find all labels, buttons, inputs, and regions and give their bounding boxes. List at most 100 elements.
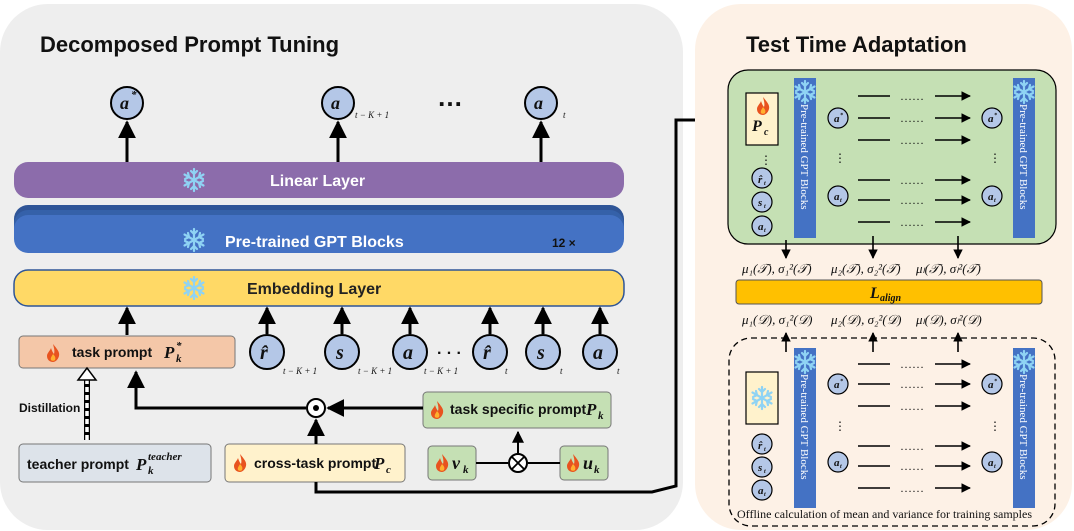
svg-text:s: s [536,342,545,364]
svg-text:t: t [764,469,766,475]
output-dots: … [437,82,463,112]
svg-text:k: k [463,464,469,476]
svg-text:a: a [988,457,994,469]
tta-token-a: a t [751,215,773,237]
svg-text:k: k [598,410,604,422]
svg-text:a: a [120,93,129,113]
token-s-tk1: s t − K + 1 [324,334,392,376]
svg-text:s: s [335,342,344,364]
cross-prompt-in-tta [745,92,779,146]
svg-text:a: a [758,485,764,497]
svg-text:r̂: r̂ [758,174,763,186]
tta-gpt-block-right [1013,78,1035,238]
svg-text:t − K + 1: t − K + 1 [283,366,317,376]
svg-text:⋮: ⋮ [989,151,1001,165]
loss-align-bar [735,279,1043,305]
token-r-tk1: r̂ t − K + 1 [249,334,317,376]
svg-text:u: u [583,453,593,473]
tta-inner-a-t-left: a t [827,185,849,207]
token-a-tk1: a t − K + 1 [392,334,458,376]
off-gpt-left-label: Pre-trained GPT Blocks [798,374,810,480]
token-a-t: a t [582,334,620,376]
teacher-prompt-box [18,443,212,483]
svg-text:teacher: teacher [148,451,182,463]
task-specific-prompt-label: task specific prompt [450,401,586,417]
svg-text:t: t [764,492,766,498]
svg-text:t: t [840,464,842,470]
svg-text:a: a [988,113,994,125]
off-token-s: s t [751,456,773,478]
svg-text:⋮: ⋮ [989,419,1001,433]
svg-text:……: …… [900,173,924,187]
svg-text:……: …… [900,377,924,391]
off-inner-a-t-right: a t [981,451,1003,473]
svg-text:a: a [834,191,840,203]
svg-text:⋮: ⋮ [834,419,846,433]
cross-task-prompt-label: cross-task prompt [254,455,376,471]
tta-gpt-right-label: Pre-trained GPT Blocks [1017,104,1029,210]
svg-text:……: …… [900,89,924,103]
off-token-r: r̂ t [751,433,773,455]
svg-text:a: a [834,457,840,469]
right-title: Test Time Adaptation [746,32,967,57]
svg-text:……: …… [900,133,924,147]
gpt-blocks [14,215,624,253]
off-gpt-block-left [794,348,816,508]
off-inner-a-t-left: a t [827,451,849,473]
svg-text:P: P [585,400,597,419]
svg-text:a: a [758,221,764,233]
tta-inner-a-t-right: a t [981,185,1003,207]
token-r-t: r̂ t [472,334,508,376]
svg-text:*: * [994,378,998,385]
stat-top-2: μ₂(𝒯), σ₂²(𝒯) [830,261,901,276]
linear-layer-label: Linear Layer [270,173,365,190]
stat-top-1: μ₁(𝒯), σ₁²(𝒯) [741,261,812,276]
svg-text:L: L [869,285,880,302]
svg-text:t: t [563,110,566,120]
token-dots: · · · [437,345,462,362]
svg-text:align: align [880,293,902,304]
svg-text:c: c [764,127,769,138]
offline-box [728,337,1056,527]
svg-text:r̂: r̂ [483,342,492,364]
svg-text:*: * [176,340,182,352]
svg-text:s: s [757,197,762,209]
stat-bottom-l: μₗ(𝒟), σₗ²(𝒟) [915,312,982,327]
svg-text:……: …… [900,193,924,207]
output-a-t: a t [524,86,566,120]
tta-gpt-left-label: Pre-trained GPT Blocks [798,104,810,210]
repeat-label: 12 × [552,236,576,250]
stat-top-l: μₗ(𝒯), σₗ²(𝒯) [915,261,981,276]
svg-text:a: a [534,93,543,113]
task-specific-prompt-box [422,391,612,429]
svg-text:P: P [373,454,385,473]
svg-text:c: c [386,464,391,476]
svg-text:P: P [751,118,762,135]
svg-text:t: t [840,198,842,204]
tta-token-s: s t [751,191,773,213]
svg-text:t: t [505,366,508,376]
svg-text:v: v [452,453,461,473]
svg-text:s: s [757,462,762,474]
stat-bottom-1: μ₁(𝒟), σ₁²(𝒟) [741,312,812,327]
svg-text:t − K + 1: t − K + 1 [355,110,389,120]
svg-text:t: t [764,228,766,234]
off-gpt-block-right [1013,348,1035,508]
svg-text:*: * [994,112,998,119]
svg-text:a: a [834,113,840,125]
off-token-a: a t [751,479,773,501]
task-prompt-label: task prompt [72,344,152,360]
svg-text:a: a [403,342,413,364]
svg-text:t: t [994,464,996,470]
svg-text:k: k [148,465,154,477]
svg-text:t − K + 1: t − K + 1 [424,366,458,376]
tta-token-r: r̂ t [751,167,773,189]
svg-text:……: …… [900,459,924,473]
svg-text:a: a [593,342,603,364]
svg-text:P: P [135,455,147,474]
svg-text:r̂: r̂ [758,440,763,452]
svg-text:t − K + 1: t − K + 1 [358,366,392,376]
teacher-prompt-label: teacher prompt [27,456,129,472]
